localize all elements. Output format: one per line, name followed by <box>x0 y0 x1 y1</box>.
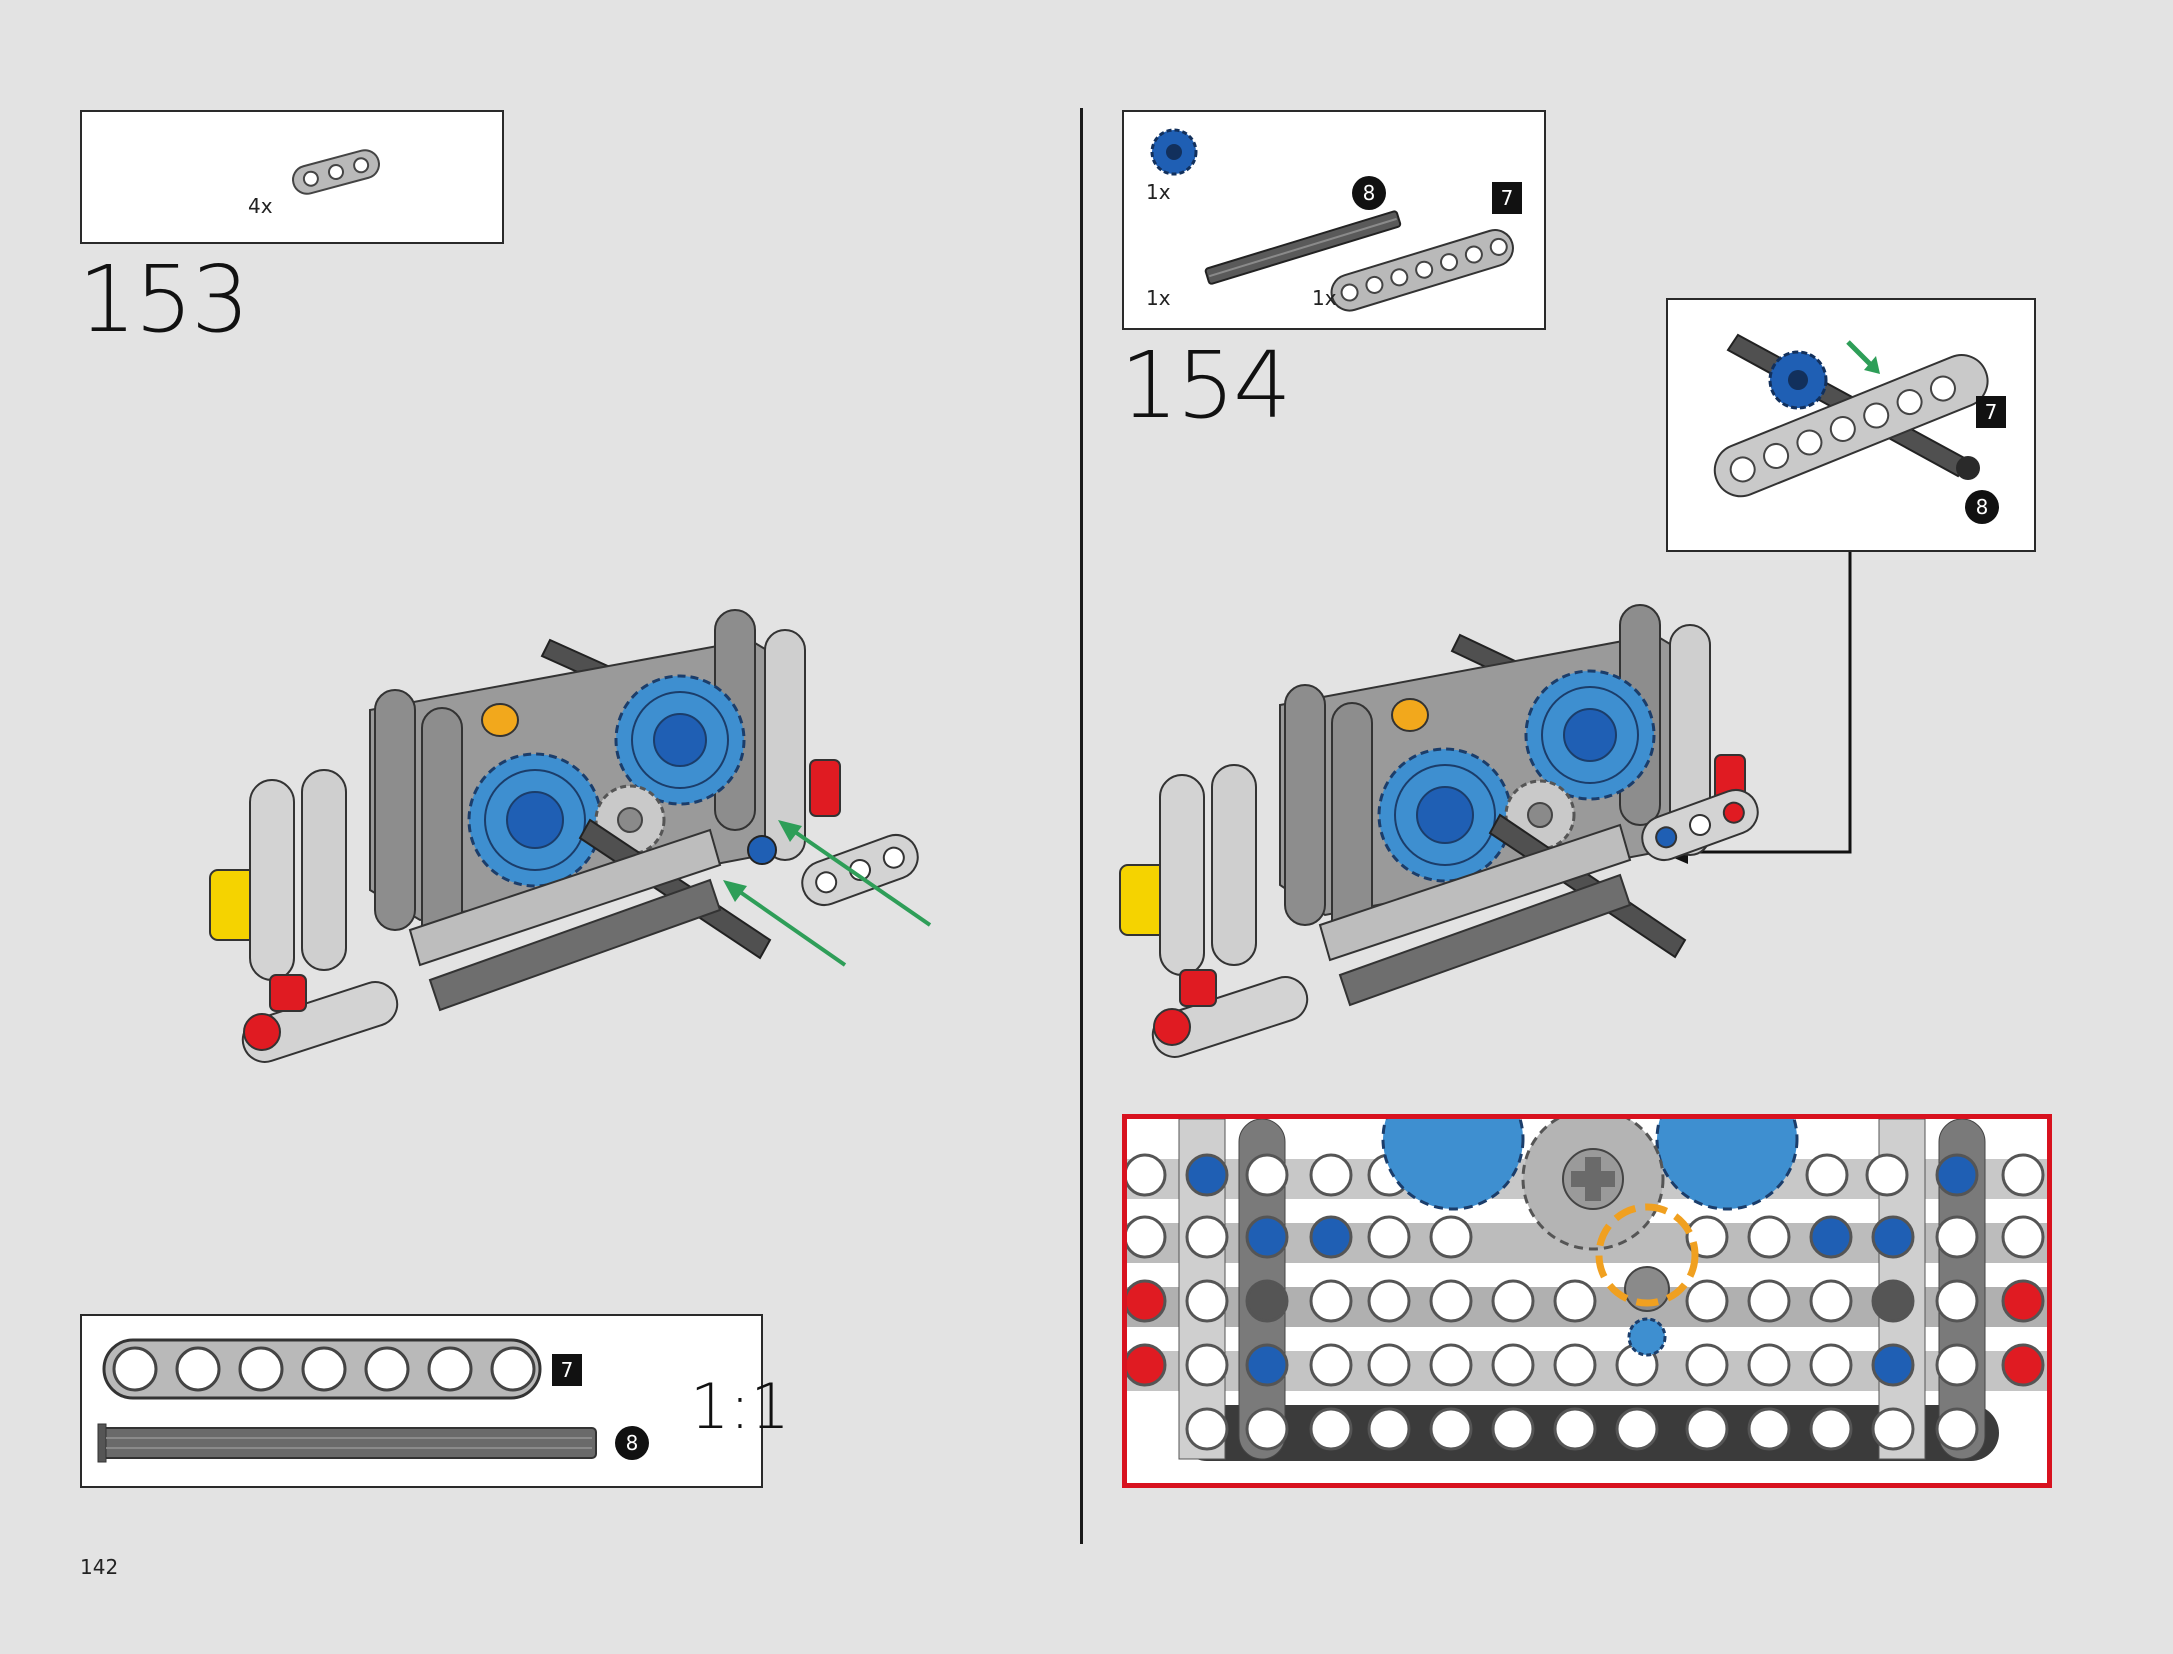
step-number: 153 <box>78 246 250 353</box>
beam-bottom-front <box>241 981 399 1063</box>
part-qty: 4x <box>248 194 273 218</box>
step-number: 154 <box>1120 332 1292 439</box>
green-arrow <box>783 823 932 927</box>
beam-size-label: 7 <box>1492 182 1522 214</box>
vertical-beam-front-left-2 <box>301 769 347 971</box>
beam-lower-front <box>408 828 722 967</box>
gear-large-left <box>467 752 603 888</box>
model-illustration-153 <box>209 609 932 1063</box>
detail-closeup <box>1127 1119 2047 1461</box>
page-divider <box>1080 108 1083 1544</box>
green-arrow-head <box>778 820 802 842</box>
green-arrow-head-2 <box>723 880 747 902</box>
red-pin-2 <box>269 974 307 1012</box>
beam-size-label: 7 <box>552 1354 582 1386</box>
page-number: 142 <box>80 1555 119 1579</box>
beam-7-scale-icon <box>97 1338 597 1463</box>
beam-3-icon <box>292 149 380 195</box>
part-qty: 1x <box>1146 286 1171 310</box>
highlight-ring <box>1595 1203 1699 1307</box>
axle-8-icon <box>1204 210 1402 285</box>
scale-text: 1:1 <box>690 1370 790 1443</box>
detail-view <box>1122 1114 2052 1488</box>
vertical-beam-right-2 <box>764 629 806 861</box>
parts-list-154: 1x 1x 1x 8 7 <box>1122 110 1546 330</box>
beam-bottom <box>428 878 722 1012</box>
red-pin <box>243 1013 281 1051</box>
part-qty: 1x <box>1312 286 1337 310</box>
gear-12-icon <box>1150 128 1198 176</box>
parts-icons <box>1150 128 1514 312</box>
new-beam-3 <box>801 834 919 906</box>
yellow-connector <box>481 703 519 737</box>
blue-connector <box>747 835 777 865</box>
vertical-beam-front-left <box>249 779 295 981</box>
vertical-beam-left-2 <box>421 707 463 949</box>
axle-size-label: 8 <box>1352 176 1386 210</box>
beam-7-icon <box>1330 229 1514 312</box>
model-illustration-154 <box>1119 604 1759 1058</box>
callout-subassembly <box>1713 333 1989 498</box>
red-connector <box>809 759 841 817</box>
vertical-beam-left <box>374 689 416 931</box>
axle-8-scale-icon <box>101 1427 597 1459</box>
beam-size-label: 7 <box>1976 396 2006 428</box>
part-qty: 1x <box>1146 180 1171 204</box>
axle-size-label: 8 <box>615 1426 649 1460</box>
scale-box: 7 8 1:1 <box>80 1314 790 1488</box>
gear-large-right <box>614 674 746 806</box>
parts-list-153: 4x <box>80 110 504 244</box>
callout-box: 7 8 <box>1666 298 2036 552</box>
green-arrow-2 <box>728 883 847 967</box>
axle-size-label: 8 <box>1965 490 1999 524</box>
